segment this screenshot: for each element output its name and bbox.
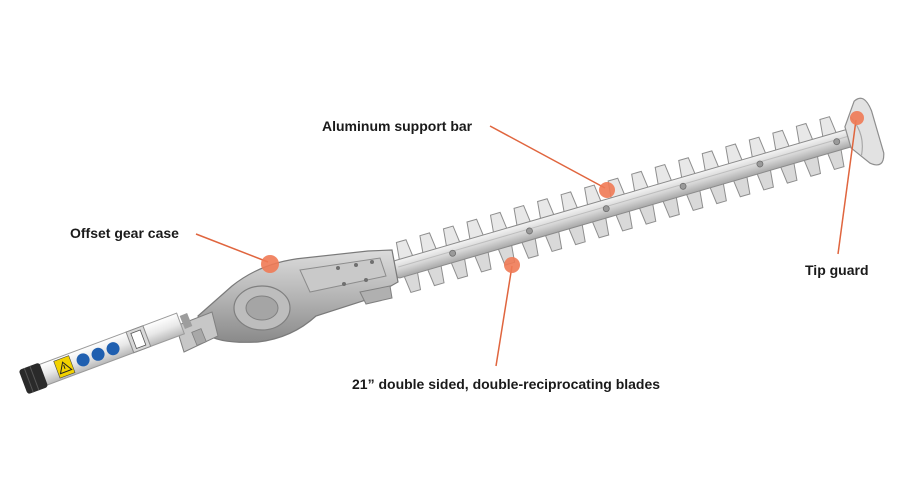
leader-line-tip-guard (837, 119, 857, 255)
leader-line-gear-case (195, 233, 269, 263)
bar-rivets (449, 138, 841, 257)
marker-gear-case (261, 255, 279, 273)
label-gear-case: Offset gear case (70, 225, 179, 241)
teeth-top-row (395, 116, 838, 262)
bar-rivet (756, 160, 764, 168)
eye-protection-icon (91, 347, 105, 361)
drive-shaft (19, 312, 185, 394)
bar-rivet (449, 249, 457, 257)
label-support-bar: Aluminum support bar (322, 118, 473, 134)
blade-assembly (392, 97, 885, 294)
support-bar (392, 128, 857, 279)
bar-rivet (833, 138, 841, 146)
marker-support-bar (599, 182, 615, 198)
marker-tip-guard (850, 111, 864, 125)
gear-case (197, 249, 399, 343)
leader-line-support-bar (489, 125, 606, 189)
warning-icon (53, 355, 76, 379)
label-tip-guard: Tip guard (805, 262, 869, 278)
read-manual-icon (76, 353, 90, 367)
label-blades: 21” double sided, double-reciprocating b… (352, 376, 661, 392)
end-grip (19, 363, 48, 394)
shaft-coupler (175, 311, 219, 353)
bar-rivet (602, 205, 610, 213)
bar-rivet (679, 182, 687, 190)
marker-blades (504, 257, 520, 273)
leader-line-blades (495, 265, 513, 367)
ear-protection-icon (106, 342, 120, 356)
bar-rivet (526, 227, 533, 235)
